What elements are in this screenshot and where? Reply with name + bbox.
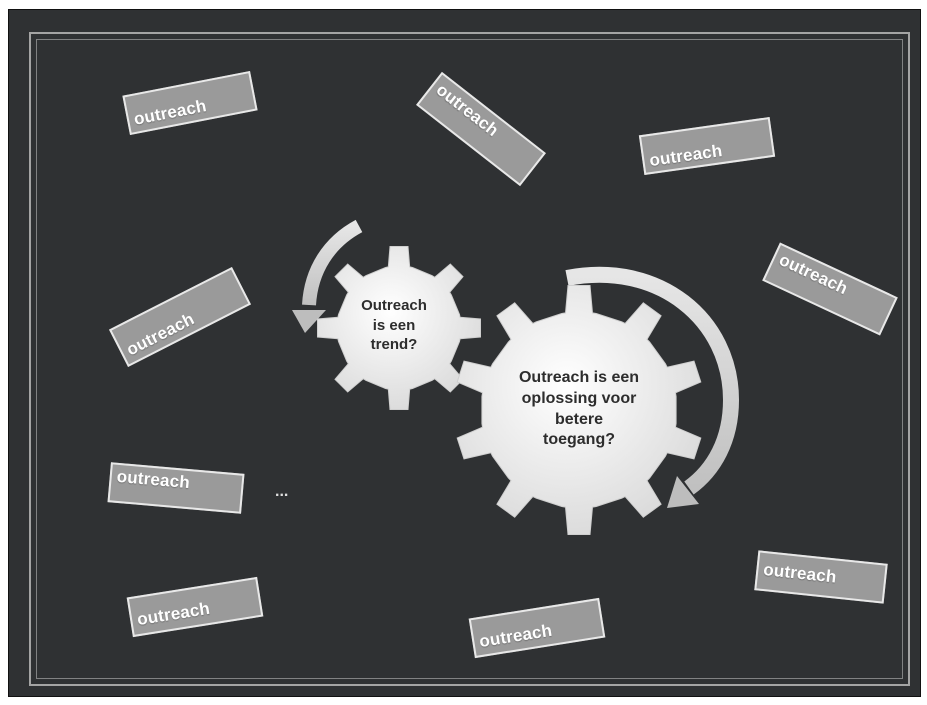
large-gear-line: toegang? [543,431,615,449]
chalk-frame-outer [29,32,910,686]
small-gear-line: Outreach [361,297,427,314]
small-gear-line: is een [372,316,416,334]
smallGear-shape [317,246,481,410]
large-arrow-icon [565,266,740,508]
large-gear-line: oplossing voor [521,389,637,407]
ellipsis-text: ... [275,483,289,500]
largeGear-shape [456,285,702,535]
large-gear-icon [456,285,702,535]
large-gear-label: Outreach is een oplossing voor betere to… [479,368,679,451]
small-gear-line: trend? [370,336,418,353]
chalkboard-slide: outreach outreach outreach outreach outr… [8,9,921,697]
large-gear-line: betere [554,410,604,428]
small-gear-icon [317,246,481,410]
chalk-frame-inner [36,39,903,679]
gears-and-arrows [292,219,740,535]
large-gear-line: Outreach is een [518,369,640,386]
small-arrow-icon [292,219,363,333]
small-gear-label: Outreach is een trend? [334,296,454,355]
